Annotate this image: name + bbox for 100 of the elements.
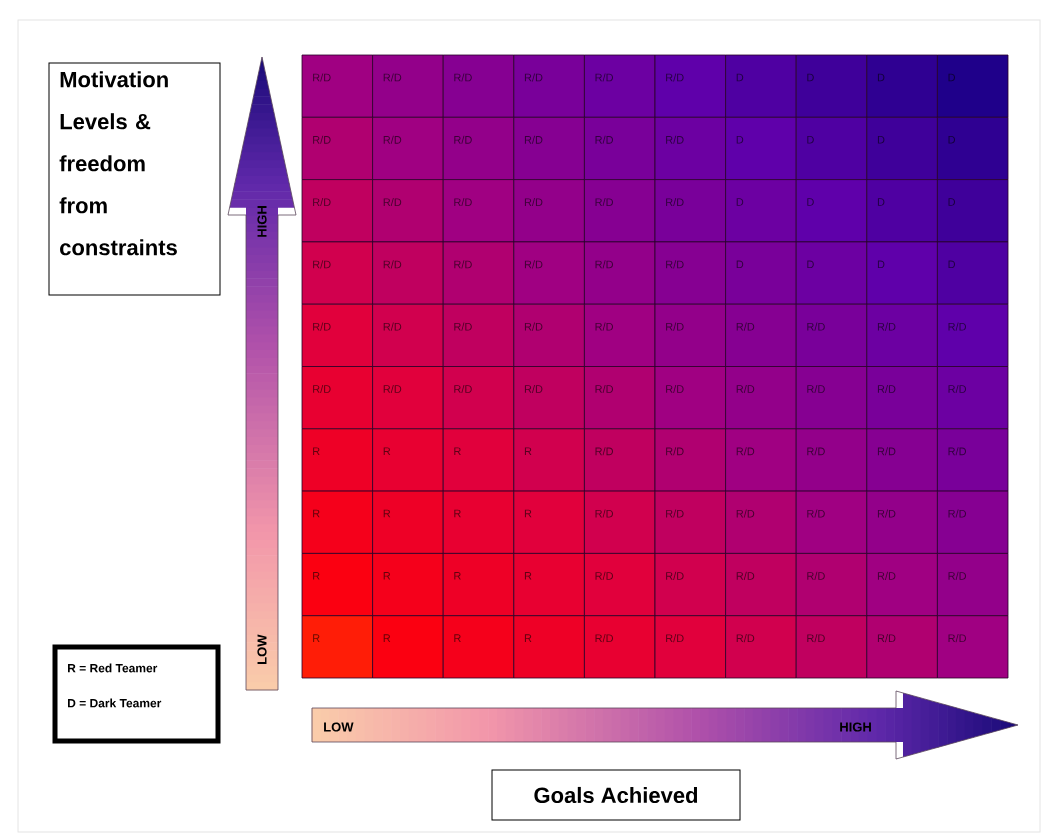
grid-cell: R/D [513,303,585,367]
grid-cell: D [866,179,938,243]
grid-cell: R/D [725,428,797,492]
grid-cell: R/D [584,54,656,118]
grid-cell: R/D [725,553,797,617]
grid-cell: R/D [654,54,726,118]
grid-cell: R/D [725,303,797,367]
grid-cell: R/D [795,553,868,617]
grid-cell: R/D [725,366,797,430]
grid-cell: D [725,116,797,180]
grid-cell: D [937,116,1009,180]
grid-cell: R/D [442,54,515,118]
grid-cell: R/D [654,490,726,554]
grid-cell: R/D [442,241,515,305]
grid-cell: R/D [301,54,373,118]
grid-cell: D [795,241,868,305]
grid-cell: R/D [937,303,1009,367]
grid-cell: R/D [866,553,938,617]
grid-cell: R/D [937,615,1009,679]
grid-cell: R/D [584,428,656,492]
grid-cell: R [372,553,444,617]
grid-cell: R/D [584,553,656,617]
grid-cell: R [372,428,444,492]
grid-cell: R/D [301,303,373,367]
grid-cell: R/D [937,428,1009,492]
grid-cell: R/D [372,241,444,305]
grid-cell: R/D [584,303,656,367]
grid-cell: R/D [795,303,868,367]
grid-cell: R/D [301,366,373,430]
grid-cell: R/D [513,366,585,430]
grid-cell: R [372,615,444,679]
grid-cell: R/D [372,116,444,180]
grid-cell: D [725,241,797,305]
grid-cell: R/D [372,303,444,367]
grid-cell: R [513,553,585,617]
grid-cell: R/D [866,303,938,367]
key-box: R = Red Teamer D = Dark Teamer [52,644,221,744]
grid-cell: R [442,490,515,554]
grid-cell: R/D [866,490,938,554]
grid-cell: R/D [513,241,585,305]
grid-cell: D [937,54,1009,118]
grid-cell: R/D [725,490,797,554]
grid-cell: R/D [795,366,868,430]
grid-cell: D [725,179,797,243]
grid-cell: R/D [513,179,585,243]
grid-cell: R/D [372,179,444,243]
grid-cell: R/D [937,490,1009,554]
grid-cell: R/D [513,116,585,180]
axis-title-box: Goals Achieved [491,769,741,821]
grid-cell: D [937,241,1009,305]
grid-cell: R/D [795,490,868,554]
axis-label: HIGH [840,722,871,732]
grid-cell: R [442,428,515,492]
grid-cell: R/D [654,428,726,492]
axis-label: LOW [257,634,267,664]
grid-cell: D [866,116,938,180]
grid-cell: R/D [725,615,797,679]
grid-cell: R [301,615,373,679]
grid-cell: R/D [584,116,656,180]
grid-cell: R/D [654,553,726,617]
grid-cell: R/D [584,179,656,243]
grid-cell: R/D [795,428,868,492]
grid-cell: D [866,54,938,118]
grid-cell: R [513,428,585,492]
grid-cell: R/D [442,366,515,430]
grid-cell: R [442,553,515,617]
grid-cell: R/D [442,179,515,243]
grid-cell: R [372,490,444,554]
grid-cell: R/D [301,179,373,243]
grid-cell: R/D [866,615,938,679]
axis-label: LOW [324,722,354,732]
grid-cell: R [513,615,585,679]
grid-cell: R/D [301,241,373,305]
grid-cell: R/D [442,303,515,367]
grid-cell: R/D [654,366,726,430]
grid-cell: D [795,179,868,243]
grid-cell: R/D [654,241,726,305]
grid-cell: R/D [654,303,726,367]
grid-cell: R/D [654,116,726,180]
grid-cell: D [937,179,1009,243]
grid-cell: D [725,54,797,118]
grid-cell: R/D [937,553,1009,617]
grid-cell: R/D [866,366,938,430]
grid-cell: R [301,490,373,554]
grid-cell: R [301,553,373,617]
title-box: Motivation Levels & freedom from constraints [48,62,221,296]
grid-cell: R/D [654,615,726,679]
grid-cell: R/D [654,179,726,243]
grid-cell: R/D [442,116,515,180]
axis-label: HIGH [257,206,267,237]
grid-cell: R/D [795,615,868,679]
grid-cell: R/D [584,366,656,430]
grid-cell: R [513,490,585,554]
grid-cell: R/D [584,490,656,554]
grid-cell: D [866,241,938,305]
grid-cell: R/D [866,428,938,492]
grid-cell: R/D [584,615,656,679]
grid-cell: D [795,54,868,118]
grid-cell: R [301,428,373,492]
grid-cell: R/D [372,366,444,430]
